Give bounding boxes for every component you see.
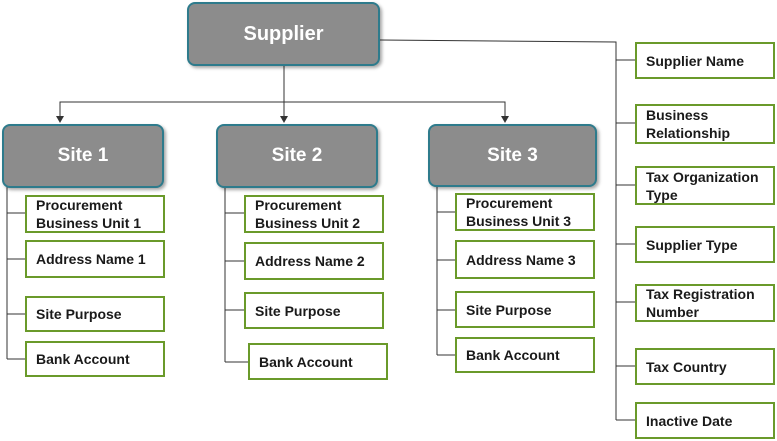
connector-attributes-spine [379,39,617,420]
site-3-bank-account: Bank Account [455,337,595,373]
site-1-label: Site 1 [57,145,109,166]
attribute-inactive-date: Inactive Date [635,402,775,439]
site-1-site-purpose: Site Purpose [25,296,165,332]
attribute-supplier-type: Supplier Type [635,226,775,263]
site-3-procurement-bu: Procurement Business Unit 3 [455,193,595,231]
attribute-tax-country: Tax Country [635,348,775,385]
arrow-site1 [56,116,64,123]
supplier-node-label: Supplier [243,22,324,45]
site-3-site-purpose: Site Purpose [455,291,595,328]
attribute-tax-organization-type: Tax Organization Type [635,166,775,205]
site-1-procurement-bu: Procurement Business Unit 1 [25,195,165,233]
site-1-bank-account: Bank Account [25,341,165,377]
site-3-label: Site 3 [487,144,538,166]
arrow-site3 [501,116,509,123]
site-3-node: Site 3 [428,124,597,187]
site-1-address-name: Address Name 1 [25,240,165,278]
attribute-tax-registration-number: Tax Registration Number [635,284,775,322]
supplier-node: Supplier [187,2,380,66]
site-2-label: Site 2 [271,145,323,166]
site-2-site-purpose: Site Purpose [244,292,384,329]
site-2-address-name: Address Name 2 [244,242,384,280]
site-2-procurement-bu: Procurement Business Unit 2 [244,195,384,233]
connector-site-bar [59,101,506,120]
site-1-node: Site 1 [2,124,164,188]
attribute-supplier-name: Supplier Name [635,42,775,79]
arrow-site2 [280,116,288,123]
site-2-bank-account: Bank Account [248,343,388,380]
site-3-address-name: Address Name 3 [455,240,595,279]
attribute-business-relationship: Business Relationship [635,104,775,144]
site-2-node: Site 2 [216,124,378,188]
